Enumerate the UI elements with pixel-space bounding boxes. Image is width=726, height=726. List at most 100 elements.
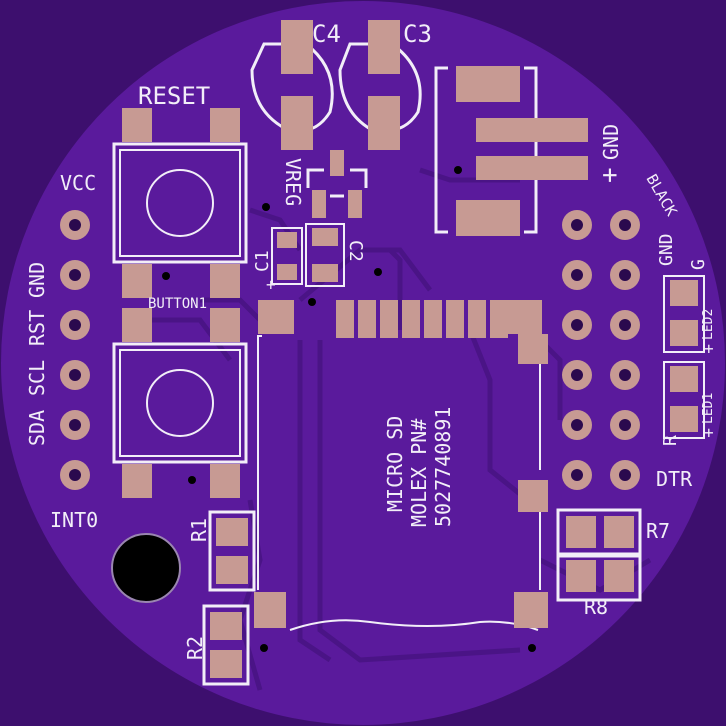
- sd-contact-5: [424, 300, 442, 338]
- sd-pad-left-top: [258, 300, 294, 334]
- label-c1-plus: +: [266, 275, 276, 294]
- r2-pad-bottom: [210, 650, 242, 678]
- r8-pad-right: [604, 560, 634, 592]
- label-c2: C2: [345, 240, 366, 262]
- vias: [162, 166, 536, 652]
- label-c3: C3: [403, 20, 432, 48]
- label-gnd-left: GND: [25, 262, 49, 298]
- led2-pad-top: [670, 280, 698, 306]
- r1-pad-bottom: [216, 556, 248, 584]
- label-micro-sd: MICRO SD: [383, 416, 407, 512]
- label-scl: SCL: [25, 360, 49, 396]
- right-header: [562, 210, 640, 490]
- power-pad-3: [476, 156, 588, 180]
- led1-pad-bottom: [670, 406, 698, 432]
- vreg-pad-right: [348, 190, 362, 218]
- c1-pad-top: [277, 232, 297, 248]
- label-g: G: [688, 259, 709, 270]
- label-part-number: 5027740891: [431, 407, 455, 527]
- label-plus-top: +: [595, 167, 625, 183]
- label-button1: BUTTON1: [148, 296, 207, 312]
- sd-contact-7: [468, 300, 486, 338]
- label-gnd-top: GND: [599, 124, 623, 160]
- label-int0: INT0: [50, 508, 98, 532]
- label-led1-plus: +: [704, 423, 714, 442]
- reset-pad-tr: [210, 108, 240, 142]
- r2-pad-top: [210, 612, 242, 640]
- c1-pad-bottom: [277, 264, 297, 280]
- label-led2: LED2: [701, 309, 716, 340]
- label-r7: R7: [646, 519, 670, 543]
- sd-pad-right-2: [518, 334, 548, 364]
- label-sda: SDA: [25, 410, 49, 446]
- r1-pad-top: [216, 518, 248, 546]
- reset-pad-br: [210, 264, 240, 298]
- resistor-r8: [556, 554, 642, 602]
- led1-pad-top: [670, 366, 698, 392]
- label-dtr: DTR: [656, 467, 693, 491]
- c2-pad-top: [312, 228, 338, 246]
- led2: [663, 275, 705, 353]
- resistor-r2: [202, 604, 250, 686]
- sd-pad-right-top: [508, 300, 542, 334]
- power-connector: [434, 66, 588, 236]
- capacitor-c1: [271, 227, 303, 285]
- label-gnd-right: GND: [656, 233, 677, 266]
- c4-pad-bottom: [281, 96, 313, 150]
- button1-switch: [112, 308, 248, 498]
- label-vcc: VCC: [60, 171, 96, 195]
- c3-pad-bottom: [368, 96, 400, 150]
- label-r-partial: R: [660, 435, 681, 446]
- led1: [663, 361, 705, 439]
- capacitor-c3: [338, 20, 422, 150]
- label-led1: LED1: [701, 393, 716, 424]
- resistor-r7: [556, 508, 642, 556]
- label-r8: R8: [584, 595, 608, 619]
- c3-pad-top: [368, 20, 400, 74]
- sd-contact-6: [446, 300, 464, 338]
- label-r1: R1: [187, 518, 211, 542]
- capacitor-c4: [250, 20, 334, 150]
- label-vreg: VREG: [281, 158, 305, 206]
- button1-pad-bl: [122, 464, 152, 498]
- c2-pad-bottom: [312, 264, 338, 282]
- sd-contact-3: [380, 300, 398, 338]
- r7-pad-right: [604, 516, 634, 548]
- label-r2: R2: [183, 636, 207, 660]
- label-molex-pn: MOLEX PN#: [407, 419, 431, 527]
- label-c1: C1: [252, 250, 273, 272]
- sd-contact-1: [336, 300, 354, 338]
- r7-pad-left: [566, 516, 596, 548]
- sd-contact-8: [490, 300, 508, 338]
- reset-switch: [112, 108, 248, 298]
- left-header: [60, 210, 90, 490]
- capacitor-c2: [305, 223, 345, 287]
- label-rst: RST: [25, 310, 49, 346]
- led2-pad-bottom: [670, 320, 698, 346]
- reset-pad-bl: [122, 264, 152, 298]
- vreg-pad-top: [330, 150, 344, 176]
- reset-pad-tl: [122, 108, 152, 142]
- power-pad-1: [456, 66, 520, 102]
- button1-pad-tl: [122, 308, 152, 342]
- label-reset: RESET: [138, 82, 210, 110]
- mounting-hole: [111, 533, 181, 603]
- sd-contact-4: [402, 300, 420, 338]
- button1-pad-br: [210, 464, 240, 498]
- label-led2-plus: +: [704, 339, 714, 358]
- sd-pad-right-bottom: [514, 592, 548, 628]
- power-pad-4: [456, 200, 520, 236]
- sd-pad-left-bottom: [254, 592, 286, 628]
- power-pad-2: [476, 118, 588, 142]
- micro-sd-socket: [254, 300, 548, 631]
- resistor-r1: [208, 510, 256, 592]
- label-c4: C4: [312, 20, 341, 48]
- r8-pad-left: [566, 560, 596, 592]
- button1-pad-tr: [210, 308, 240, 342]
- sd-contact-2: [358, 300, 376, 338]
- voltage-regulator: [306, 150, 368, 218]
- sd-pad-right-mid: [518, 480, 548, 512]
- c4-pad-top: [281, 20, 313, 74]
